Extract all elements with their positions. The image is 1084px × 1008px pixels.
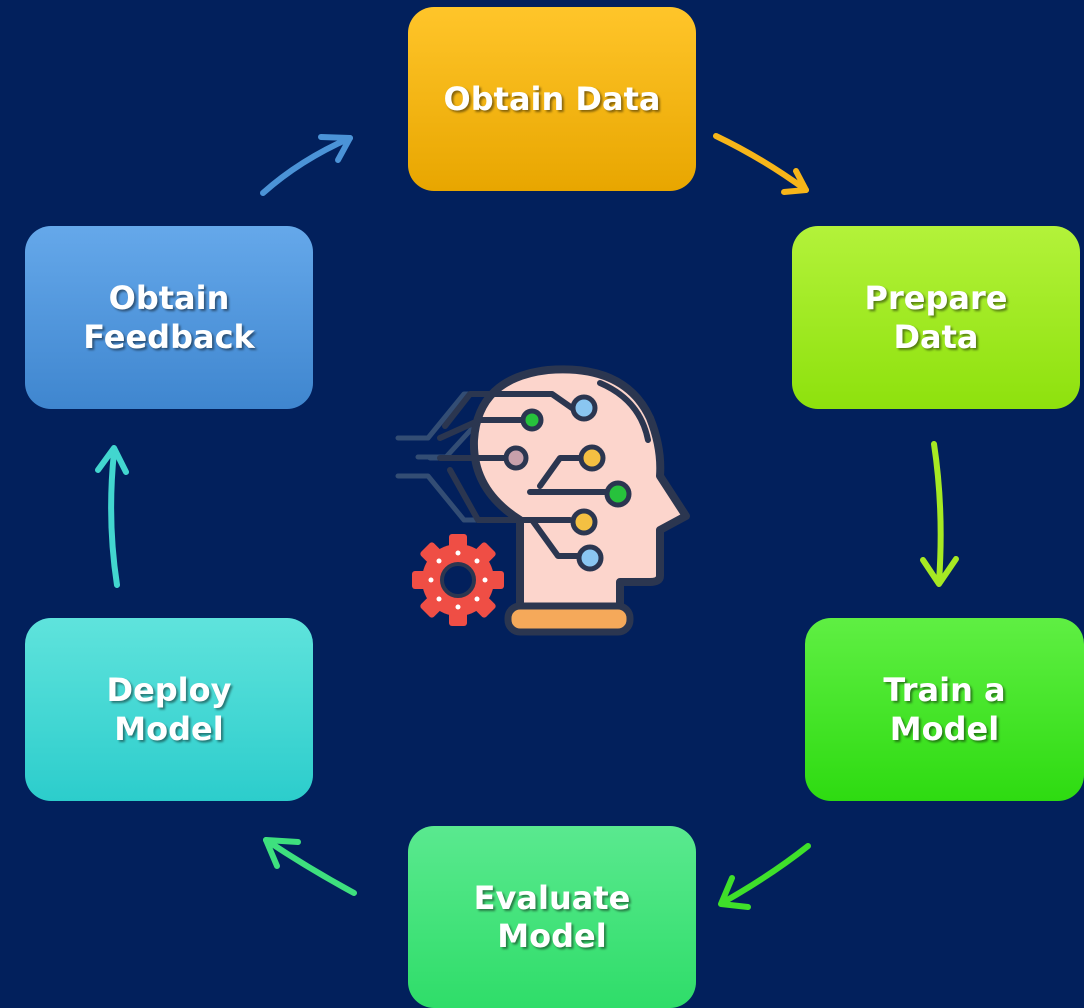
arrow-feedback-to-obtain (260, 134, 353, 196)
node-obtain-data: Obtain Data (408, 7, 696, 191)
node-label-deploy-model: Deploy Model (106, 671, 232, 748)
node-label-obtain-feedback: Obtain Feedback (83, 279, 255, 356)
gear-icon (412, 534, 504, 626)
arrow-obtain-to-prepare (713, 133, 809, 195)
node-deploy-model: Deploy Model (25, 618, 313, 801)
circuit-nodes-icon (503, 394, 632, 572)
node-label-obtain-data: Obtain Data (443, 79, 661, 118)
node-label-train-model: Train a Model (883, 671, 1006, 748)
node-prepare-data: Prepare Data (792, 226, 1080, 409)
arrow-prepare-to-train (920, 441, 959, 587)
brain-circuit-icon (437, 380, 651, 559)
node-obtain-feedback: Obtain Feedback (25, 226, 313, 409)
node-label-evaluate-model: Evaluate Model (473, 878, 631, 955)
arrow-deploy-to-feedback (95, 445, 129, 588)
arrow-evaluate-to-deploy (263, 837, 357, 896)
arrow-train-to-evaluate (718, 843, 811, 910)
head-base-icon (504, 602, 634, 636)
node-label-prepare-data: Prepare Data (864, 279, 1008, 356)
node-evaluate-model: Evaluate Model (408, 826, 696, 1008)
node-train-model: Train a Model (805, 618, 1084, 801)
